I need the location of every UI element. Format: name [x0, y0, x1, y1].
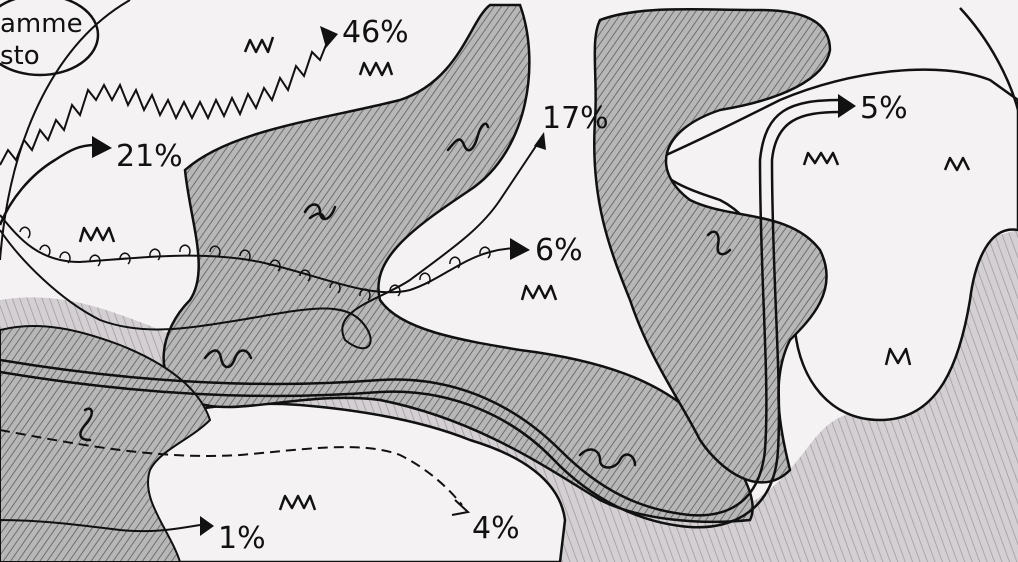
- label-17pct: 17%: [542, 101, 609, 136]
- label-1pct: 1%: [218, 521, 266, 556]
- label-46pct: 46%: [342, 15, 409, 50]
- label-5pct: 5%: [860, 91, 908, 126]
- corner-label-line1: amme: [0, 9, 83, 39]
- corner-label-line2: sto: [0, 41, 40, 71]
- label-4pct: 4%: [472, 511, 520, 546]
- label-21pct: 21%: [116, 139, 183, 174]
- label-6pct: 6%: [535, 233, 583, 268]
